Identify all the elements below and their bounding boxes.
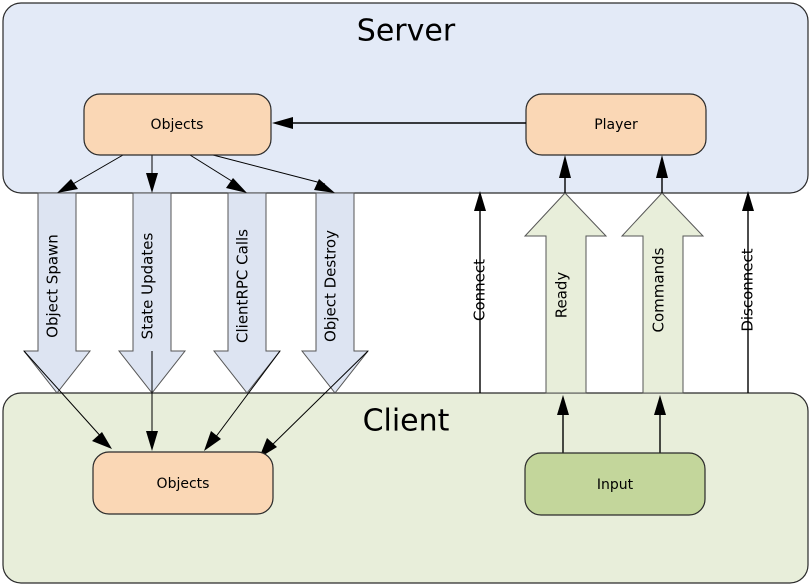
flow-arrow-ready bbox=[523, 192, 608, 394]
flow-arrowhead-disconnect bbox=[742, 191, 754, 211]
node-server-objects[interactable] bbox=[83, 93, 272, 156]
flow-label-commands: Commands bbox=[650, 247, 668, 332]
arrowhead-player-to-objects bbox=[272, 117, 293, 129]
arrowhead-ready-to-player bbox=[559, 155, 571, 178]
flow-arrow-object-spawn bbox=[22, 192, 92, 394]
node-client-input-label: Input bbox=[597, 477, 634, 493]
node-server-objects-label: Objects bbox=[151, 117, 204, 133]
node-client-objects-label: Objects bbox=[157, 476, 210, 492]
arrowhead-commands-to-player bbox=[656, 155, 668, 178]
server-panel-title: Server bbox=[357, 14, 456, 49]
arrowhead-objects-to-spawn bbox=[57, 179, 78, 193]
flow-label-disconnect: Disconnect bbox=[739, 248, 757, 331]
connector-objects-to-destroy bbox=[212, 154, 326, 185]
flow-label-object-spawn: Object Spawn bbox=[44, 234, 62, 338]
connector-spawn-to-client-objects bbox=[23, 350, 105, 441]
node-client-objects[interactable] bbox=[92, 451, 274, 515]
flow-label-connect: Connect bbox=[471, 259, 489, 321]
arrowhead-objects-to-rpc bbox=[226, 178, 247, 193]
arrowhead-objects-to-state bbox=[146, 173, 158, 193]
flow-arrow-state-updates bbox=[117, 192, 187, 394]
arrowhead-input-to-ready bbox=[557, 395, 569, 415]
flow-label-clientrpc-calls: ClientRPC Calls bbox=[234, 229, 252, 343]
arrowhead-state-to-client-objects bbox=[146, 431, 158, 451]
flow-label-state-updates: State Updates bbox=[139, 233, 157, 340]
arrowhead-rpc-to-client-objects bbox=[204, 431, 221, 451]
flow-arrow-object-destroy bbox=[300, 192, 370, 394]
node-server-player[interactable] bbox=[525, 93, 707, 156]
arrowhead-input-to-commands bbox=[654, 395, 666, 415]
flow-label-ready: Ready bbox=[553, 272, 571, 319]
connector-destroy-to-client-objects bbox=[267, 350, 369, 450]
flow-arrow-commands bbox=[620, 192, 705, 394]
flow-label-object-destroy: Object Destroy bbox=[322, 230, 340, 342]
flow-arrowhead-connect bbox=[474, 191, 486, 211]
arrowhead-spawn-to-client-objects bbox=[92, 432, 112, 449]
connector-objects-to-rpc bbox=[189, 154, 239, 186]
client-panel-title: Client bbox=[363, 404, 450, 439]
arrowhead-objects-to-destroy bbox=[314, 179, 335, 193]
flow-arrow-clientrpc-calls bbox=[212, 192, 282, 394]
client-panel bbox=[2, 392, 809, 584]
connector-objects-to-spawn bbox=[65, 154, 124, 189]
node-client-input[interactable] bbox=[524, 452, 706, 516]
node-server-player-label: Player bbox=[594, 117, 638, 133]
connector-rpc-to-client-objects bbox=[211, 350, 281, 443]
